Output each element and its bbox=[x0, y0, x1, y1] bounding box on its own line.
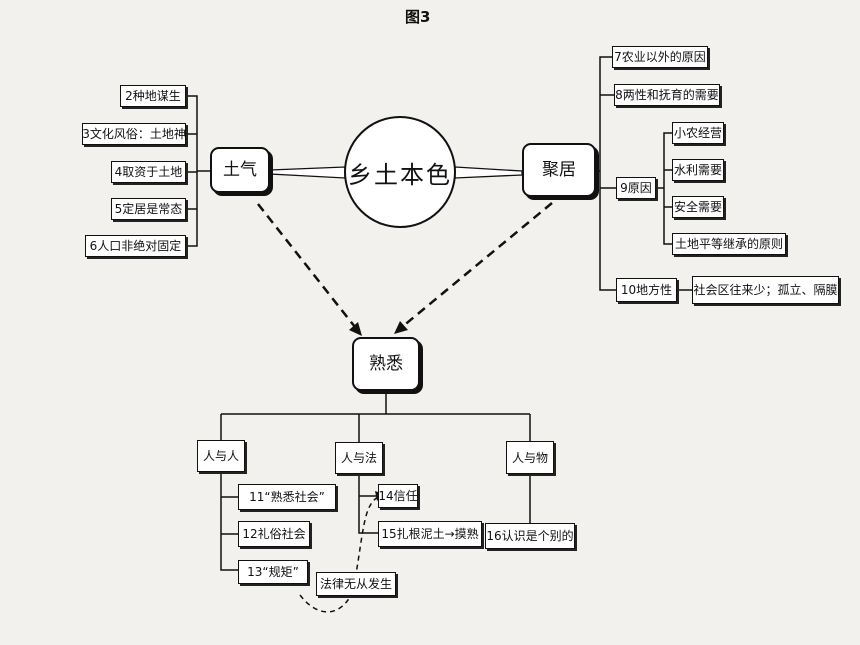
bottom-item-14: 14信任 bbox=[378, 484, 418, 508]
bottom-item-16: 16认识是个别的 bbox=[485, 523, 575, 549]
law-note: 法律无从发生 bbox=[316, 572, 396, 596]
r9-sub-2: 水利需要 bbox=[672, 159, 724, 181]
right-item-9: 9原因 bbox=[616, 177, 656, 199]
branch-person-person: 人与人 bbox=[197, 440, 245, 472]
right-item-7: 7农业以外的原因 bbox=[612, 46, 708, 68]
node-tuqi: 土气 bbox=[210, 147, 270, 193]
left-item-3: 3文化风俗：土地神 bbox=[82, 123, 186, 145]
bottom-item-12: 12礼俗社会 bbox=[238, 521, 310, 547]
left-item-5: 5定居是常态 bbox=[111, 198, 186, 220]
center-topic: 乡土本色 bbox=[348, 161, 452, 189]
bottom-item-13: 13“规矩” bbox=[238, 560, 308, 584]
left-item-6: 6人口非绝对固定 bbox=[85, 235, 186, 257]
r9-sub-4: 土地平等继承的原则 bbox=[672, 233, 786, 255]
branch-person-thing: 人与物 bbox=[506, 441, 554, 474]
branch-person-law: 人与法 bbox=[335, 442, 383, 474]
right-item-10: 10地方性 bbox=[616, 278, 677, 302]
left-item-4: 4取资于土地 bbox=[111, 161, 186, 183]
r10-sub: 社会区往来少；孤立、隔膜 bbox=[692, 276, 839, 304]
node-juju: 聚居 bbox=[522, 143, 596, 197]
figure-title: 图3 bbox=[405, 8, 431, 26]
bottom-item-15: 15扎根泥土→摸熟 bbox=[378, 521, 482, 547]
left-item-2: 2种地谋生 bbox=[120, 85, 186, 107]
r9-sub-3: 安全需要 bbox=[672, 196, 724, 218]
node-shuxi: 熟悉 bbox=[352, 337, 420, 391]
bottom-item-11: 11“熟悉社会” bbox=[238, 484, 336, 510]
r9-sub-1: 小农经营 bbox=[672, 122, 724, 144]
right-item-8: 8两性和抚育的需要 bbox=[614, 84, 720, 106]
